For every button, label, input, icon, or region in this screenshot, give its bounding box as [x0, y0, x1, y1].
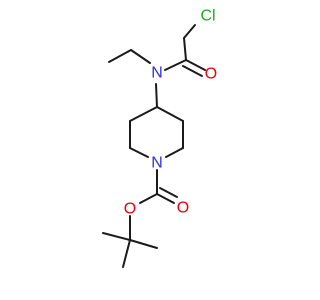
bond-carbamate-ester-o [139, 193, 158, 204]
bond-ethyl-ch2-ch3 [108, 49, 132, 63]
bond-ring-1 [129, 106, 158, 122]
atom-n-ring: N [151, 155, 163, 172]
atom-o-ester: O [124, 201, 136, 218]
bond-ch2-carbonyl [183, 37, 187, 61]
molecule-structure: Cl O N N O O [102, 8, 217, 268]
bond-carbonyl-o-2 [182, 65, 203, 77]
bond-carbonyl-o-1 [185, 59, 206, 71]
bond-carbonyl-n [164, 59, 187, 71]
bond-cl-ch2 [183, 24, 196, 39]
bond-carbamate-o-2 [159, 187, 178, 198]
bond-n-ethyl-ch2 [130, 49, 151, 64]
bond-tbu-me-left [102, 232, 131, 241]
bond-n-ring-ch [155, 83, 158, 108]
bond-ring-3 [129, 147, 149, 158]
bond-tbu-me-right [129, 239, 158, 249]
atom-o-amide: O [205, 66, 217, 83]
bonds [102, 24, 206, 268]
atom-o-carbonyl: O [177, 200, 189, 217]
atom-cl: Cl [200, 8, 215, 25]
bond-tbu-me-bottom [122, 239, 131, 268]
bond-carbamate-o-1 [156, 193, 175, 204]
bond-ring-6 [156, 106, 184, 122]
bond-ring-4 [165, 147, 184, 158]
atom-labels: Cl O N N O O [124, 8, 217, 218]
atom-n-amide: N [151, 65, 163, 82]
